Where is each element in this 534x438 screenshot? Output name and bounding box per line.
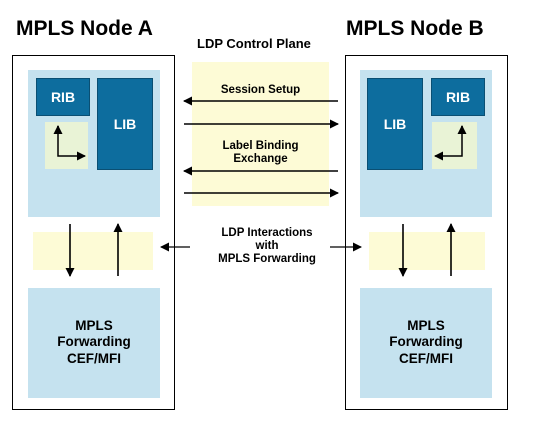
node-a-title: MPLS Node A bbox=[16, 17, 153, 40]
node-b-rib-to-lib-arrow bbox=[434, 126, 463, 161]
interaction-line3: MPLS Forwarding bbox=[218, 252, 316, 265]
node-b-fwd-line1: MPLS bbox=[407, 318, 445, 333]
interaction-line2: with bbox=[255, 239, 279, 252]
node-b-forwarding-label: MPLS Forwarding CEF/MFI bbox=[360, 318, 492, 367]
node-a-rib-to-lib-arrow bbox=[57, 126, 86, 161]
node-a-rib-box: RIB bbox=[36, 78, 90, 116]
node-a-forwarding-label: MPLS Forwarding CEF/MFI bbox=[28, 318, 160, 367]
node-a-interaction-panel bbox=[33, 232, 153, 270]
interaction-label: LDP Interactions with MPLS Forwarding bbox=[192, 227, 342, 266]
label-binding-label: Label Binding Exchange bbox=[192, 140, 329, 166]
label-binding-line1: Label Binding bbox=[222, 140, 299, 152]
node-b-fwd-line3: CEF/MFI bbox=[399, 350, 453, 366]
node-b-forwarding-panel bbox=[360, 288, 492, 398]
node-b-fwd-line2: Forwarding bbox=[389, 334, 463, 350]
node-a-forwarding-panel bbox=[28, 288, 160, 398]
node-a-fwd-line2: Forwarding bbox=[57, 334, 131, 350]
node-a-lib-box: LIB bbox=[97, 78, 153, 170]
node-b-rib-lib-link-area bbox=[432, 122, 477, 169]
node-a-rib-lib-link-area bbox=[45, 122, 88, 169]
node-b-interaction-panel bbox=[369, 232, 485, 270]
label-binding-line2: Exchange bbox=[233, 152, 288, 165]
session-setup-label: Session Setup bbox=[220, 84, 301, 96]
control-plane-title: LDP Control Plane bbox=[197, 36, 311, 51]
node-b-title: MPLS Node B bbox=[346, 17, 484, 40]
node-b-rib-box: RIB bbox=[431, 78, 485, 116]
node-b-lib-box: LIB bbox=[367, 78, 423, 170]
node-a-fwd-line1: MPLS bbox=[75, 318, 113, 333]
node-a-fwd-line3: CEF/MFI bbox=[67, 350, 121, 366]
interaction-line1: LDP Interactions bbox=[221, 227, 313, 239]
control-plane-panel bbox=[192, 62, 329, 206]
